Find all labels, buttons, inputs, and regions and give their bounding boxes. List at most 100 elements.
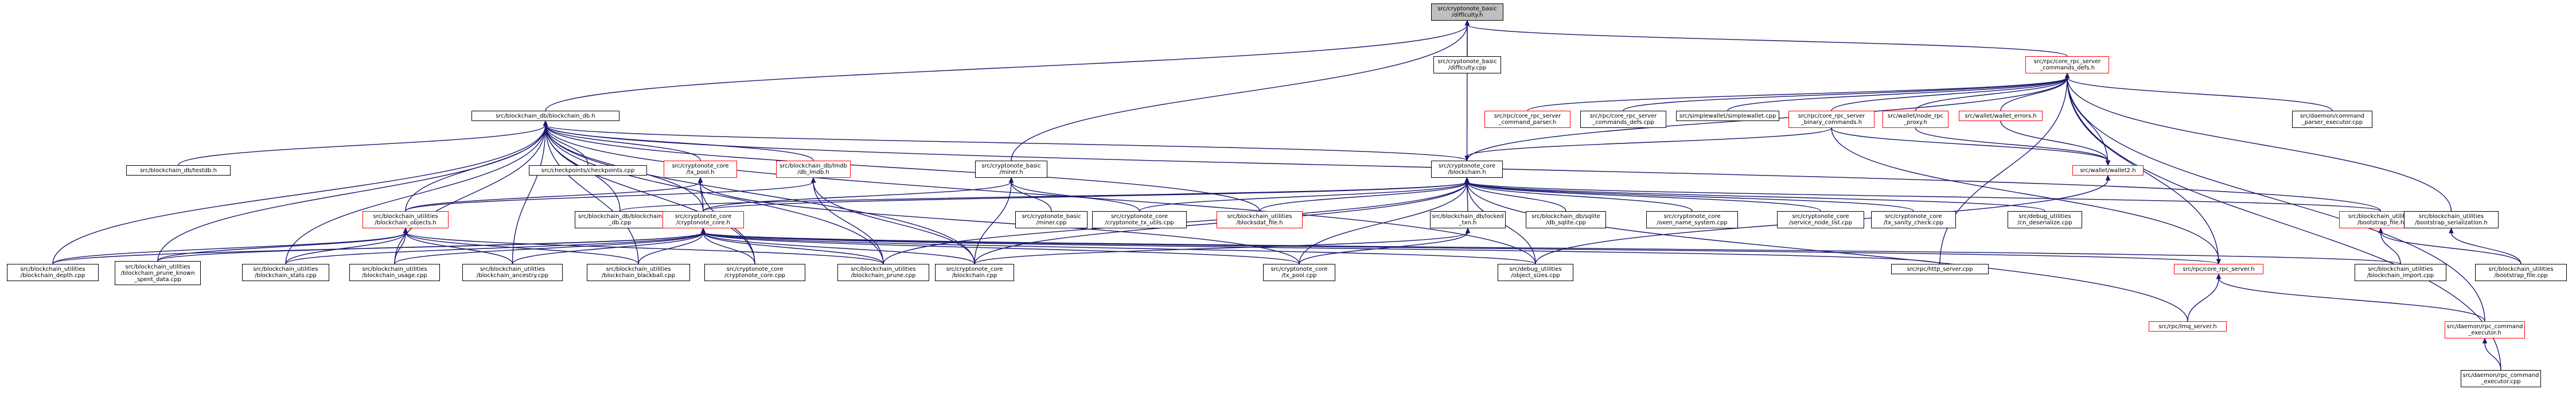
- node-label-line: /blockchain_stats.cpp: [255, 273, 317, 279]
- node-label-line: src/rpc/core_rpc_server: [1589, 113, 1657, 119]
- node-blockchain-depth-cpp[interactable]: src/blockchain_utilities/blockchain_dept…: [7, 264, 99, 281]
- node-label-line: src/blockchain_utilities: [253, 266, 318, 273]
- node-wallet2-h[interactable]: src/wallet/wallet2.h: [2072, 165, 2144, 176]
- node-sqlite-cpp[interactable]: src/blockchain_db/sqlite/db_sqlite.cpp: [1526, 211, 1606, 228]
- node-label-line: src/wallet/wallet_errors.h: [1965, 112, 2037, 119]
- node-label-line: src/blockchain_utilities: [2348, 213, 2414, 220]
- node-cryptonote-core-cpp[interactable]: src/cryptonote_core/cryptonote_core.cpp: [704, 264, 805, 281]
- node-blockchain-stats-cpp[interactable]: src/blockchain_utilities/blockchain_stat…: [242, 264, 329, 281]
- edge-blockchain-cpp-to-locked-txn-h: [974, 232, 1468, 264]
- node-lmq-server-h[interactable]: src/rpc/lmq_server.h: [2149, 321, 2227, 332]
- edge-tx-pool-cpp-to-tx-pool-h: [700, 181, 1300, 264]
- node-core-rpc-server-commands-defs-h[interactable]: src/rpc/core_rpc_server_commands_defs.h: [2025, 56, 2109, 73]
- edge-lmq-server-h-to-blockchain-h: [1466, 181, 2188, 322]
- node-tx-sanity-check-cpp[interactable]: src/cryptonote_core/tx_sanity_check.cpp: [1871, 211, 1956, 228]
- node-miner-cpp[interactable]: src/cryptonote_basic/miner.cpp: [1015, 211, 1088, 228]
- edge-cryptonote-core-h-to-miner-h: [703, 181, 1012, 212]
- node-label-line: /blockchain_blackball.cpp: [602, 273, 675, 279]
- node-simplewallet-cpp[interactable]: src/simplewallet/simplewallet.cpp: [1676, 111, 1779, 121]
- node-label-line: src/simplewallet/simplewallet.cpp: [1679, 112, 1776, 119]
- edge-blockchain-cpp-to-miner-h: [974, 181, 1012, 264]
- node-oxen-name-system-cpp[interactable]: src/cryptonote_core/oxen_name_system.cpp: [1646, 211, 1738, 228]
- node-label-line: /bootstrap_file.cpp: [2494, 273, 2548, 279]
- node-label-line: src/blockchain_utilities: [2368, 266, 2433, 273]
- node-label-line: /blockchain.cpp: [952, 273, 997, 279]
- node-daemon-rpc-command-executor-h[interactable]: src/daemon/rpc_command_executor.h: [2445, 321, 2525, 338]
- node-cn-deserialize-cpp[interactable]: src/debug_utilities/cn_deserialize.cpp: [2008, 211, 2082, 228]
- node-miner-h[interactable]: src/cryptonote_basic/miner.h: [975, 161, 1047, 178]
- node-label-line: _parser_executor.cpp: [2301, 119, 2363, 126]
- node-blockchain-db-cpp[interactable]: src/blockchain_db/blockchain_db.cpp: [575, 211, 665, 228]
- edge-miner-h-to-difficulty-h: [1011, 24, 1468, 161]
- edge-oxen-name-system-cpp-to-blockchain-h: [1466, 181, 1693, 212]
- node-label-line: src/checkpoints/checkpoints.cpp: [541, 167, 635, 174]
- edge-object-sizes-cpp-to-cryptonote-core-h: [703, 232, 1536, 264]
- node-tx-pool-h[interactable]: src/cryptonote_core/tx_pool.h: [664, 161, 737, 178]
- node-locked-txn-h[interactable]: src/blockchain_db/locked_txn.h: [1430, 211, 1506, 228]
- node-wallet-errors-h[interactable]: src/wallet/wallet_errors.h: [1959, 111, 2043, 121]
- node-label-line: src/cryptonote_basic: [1437, 6, 1497, 12]
- node-blockchain-prune-cpp[interactable]: src/blockchain_utilities/blockchain_prun…: [837, 264, 929, 281]
- edge-rpc-commands-defs-cpp-to-core-rpc-server-commands-defs-h: [1623, 77, 2068, 111]
- node-label-line: src/cryptonote_core: [672, 163, 729, 169]
- node-testdb-h[interactable]: src/blockchain_db/testdb.h: [126, 165, 231, 176]
- node-object-sizes-cpp[interactable]: src/debug_utilities/object_sizes.cpp: [1498, 264, 1573, 281]
- edge-checkpoints-cpp-to-blockchain-db-h: [545, 124, 589, 166]
- edge-core-rpc-server-commands-defs-h-to-difficulty-h: [1467, 24, 2068, 57]
- node-blockchain-prune-known-spent-data-cpp[interactable]: src/blockchain_utilities/blockchain_prun…: [115, 261, 201, 285]
- node-blockchain-h[interactable]: src/cryptonote_core/blockchain.h: [1431, 161, 1503, 178]
- edge-bootstrap-file-cpp-to-bootstrap-serialization-h: [2450, 232, 2522, 264]
- node-service-node-list-cpp[interactable]: src/cryptonote_core/service_node_list.cp…: [1777, 211, 1864, 228]
- node-cryptonote-core-h[interactable]: src/cryptonote_core/cryptonote_core.h: [662, 211, 744, 228]
- node-difficulty-cpp[interactable]: src/cryptonote_basic/difficulty.cpp: [1433, 56, 1501, 73]
- node-rpc-commands-defs-cpp[interactable]: src/rpc/core_rpc_server_commands_defs.cp…: [1580, 111, 1666, 128]
- node-rpc-binary-commands-h[interactable]: src/rpc/core_rpc_server_binary_commands.…: [1788, 111, 1874, 128]
- node-blockchain-cpp[interactable]: src/cryptonote_core/blockchain.cpp: [935, 264, 1014, 281]
- node-label-line: src/blockchain_db/locked: [1432, 213, 1504, 220]
- node-lmdb-h[interactable]: src/blockchain_db/lmdb/db_lmdb.h: [776, 161, 851, 178]
- edge-cryptonote-core-cpp-to-cryptonote-core-h: [703, 232, 755, 264]
- node-label-line: /db_lmdb.h: [797, 169, 829, 176]
- edge-lmq-server-h-to-core-rpc-server-h: [2187, 278, 2219, 322]
- node-label-line: src/cryptonote_core: [675, 213, 732, 220]
- node-blockchain-objects-h[interactable]: src/blockchain_utilities/blockchain_obje…: [363, 211, 449, 228]
- edge-blockchain-prune-cpp-to-lmdb-h: [813, 181, 884, 264]
- node-bootstrap-file-cpp[interactable]: src/blockchain_utilities/bootstrap_file.…: [2475, 264, 2567, 281]
- node-blockchain-db-h[interactable]: src/blockchain_db/blockchain_db.h: [471, 111, 619, 121]
- node-tx-pool-cpp[interactable]: src/cryptonote_core/tx_pool.cpp: [1263, 264, 1335, 281]
- edge-service-node-list-cpp-to-blockchain-h: [1466, 181, 1821, 212]
- edge-blockchain-prune-cpp-to-blockchain-objects-h: [405, 232, 884, 264]
- arrowhead-icon: [1008, 177, 1014, 183]
- node-label-line: /cryptonote_tx_utils.cpp: [1105, 220, 1174, 226]
- node-bootstrap-serialization-h[interactable]: src/blockchain_utilities/bootstrap_seria…: [2404, 211, 2499, 228]
- node-blockchain-usage-cpp[interactable]: src/blockchain_utilities/blockchain_usag…: [349, 264, 440, 281]
- node-daemon-command-parser-executor-cpp[interactable]: src/daemon/command_parser_executor.cpp: [2292, 111, 2372, 128]
- node-label-line: src/blockchain_utilities: [851, 266, 916, 273]
- edge-cryptonote-core-h-to-blockchain-h: [703, 181, 1468, 212]
- edge-blockchain-stats-cpp-to-blockchain-objects-h: [285, 232, 406, 264]
- node-tx-utils-cpp[interactable]: src/cryptonote_core/cryptonote_tx_utils.…: [1092, 211, 1187, 228]
- edge-wallet-errors-h-to-wallet2-h: [2000, 120, 2109, 162]
- node-checkpoints-cpp[interactable]: src/checkpoints/checkpoints.cpp: [529, 165, 647, 176]
- edge-blockchain-cpp-to-lmdb-h: [813, 181, 975, 264]
- edge-blockchain-usage-cpp-to-cryptonote-core-h: [394, 232, 704, 264]
- node-core-rpc-server-h[interactable]: src/rpc/core_rpc_server.h: [2174, 264, 2263, 274]
- node-label-line: /oxen_name_system.cpp: [1657, 220, 1728, 226]
- node-label-line: src/rpc/core_rpc_server.h: [2183, 266, 2255, 273]
- node-label-line: src/blockchain_utilities: [1227, 213, 1292, 220]
- edge-daemon-rpc-command-executor-cpp-to-core-rpc-server-commands-defs-h: [2067, 77, 2501, 371]
- node-blockchain-ancestry-cpp[interactable]: src/blockchain_utilities/blockchain_ance…: [462, 264, 563, 281]
- edge-blockchain-db-cpp-to-blockchain-h: [619, 181, 1468, 212]
- node-rpc-command-parser-h[interactable]: src/rpc/core_rpc_server_command_parser.h: [1484, 111, 1570, 128]
- node-label-line: /difficulty.h: [1451, 12, 1483, 18]
- edge-testdb-h-to-blockchain-db-h: [178, 124, 546, 166]
- node-wallet-node-rpc-proxy-h[interactable]: src/wallet/node_rpc_proxy.h: [1883, 111, 1948, 128]
- node-blockchain-import-cpp[interactable]: src/blockchain_utilities/blockchain_impo…: [2355, 264, 2446, 281]
- node-daemon-rpc-command-executor-cpp[interactable]: src/daemon/rpc_command_executor.cpp: [2461, 370, 2541, 387]
- edge-rpc-binary-commands-h-to-core-rpc-server-h: [1831, 127, 2219, 260]
- node-blockchain-blackball-cpp[interactable]: src/blockchain_utilities/blockchain_blac…: [587, 264, 690, 281]
- node-http-server-cpp[interactable]: src/rpc/http_server.cpp: [1891, 264, 1989, 274]
- node-label-line: /cryptonote_core.cpp: [724, 273, 785, 279]
- node-blocksdat-file-h[interactable]: src/blockchain_utilities/blocksdat_file.…: [1217, 211, 1303, 228]
